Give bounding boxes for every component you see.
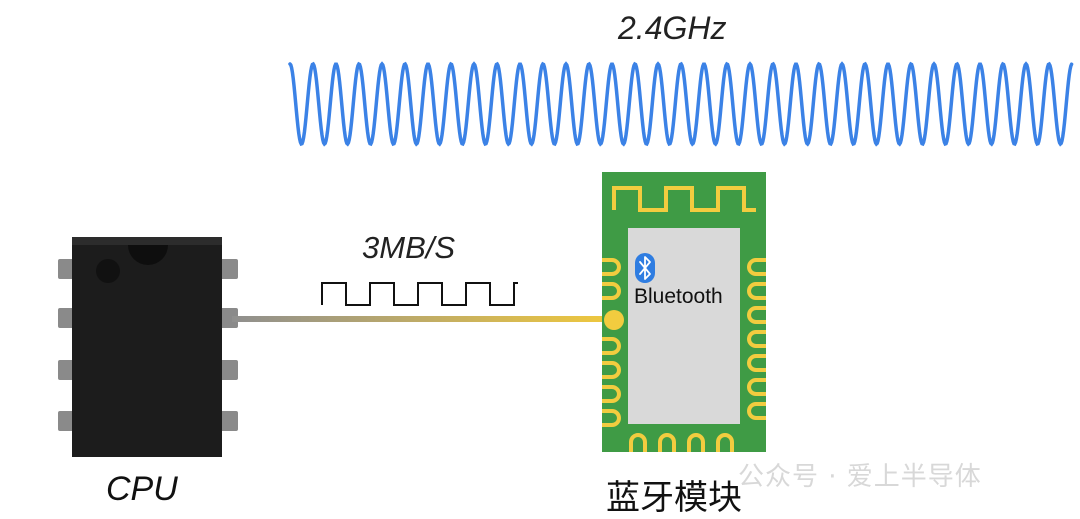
digital-square-wave [321,282,518,306]
bluetooth-icon [635,253,655,283]
data-rate-label: 3MB/S [362,230,456,265]
cpu-pins-right [218,259,238,431]
rf-signal-wave [288,61,1074,147]
bluetooth-module [602,172,766,452]
bluetooth-module-label: 蓝牙模块 [606,478,742,518]
cpu-body [72,237,222,457]
cpu-label: CPU [106,470,178,508]
bluetooth-text: Bluetooth [634,285,723,308]
frequency-label: 2.4GHz [618,10,727,46]
cpu-chip [58,237,238,457]
pcb-pads-bottom [629,433,734,452]
pcb-pads-left [602,258,621,427]
pcb-connection-pad [604,310,624,330]
watermark: 公众号 · 爱上半导体 [738,462,982,492]
pcb-antenna-trace [612,186,756,212]
cpu-pin1-marker [96,259,120,283]
cpu-notch [128,245,168,265]
signal-trace [232,316,616,322]
pcb-pads-right [747,258,766,420]
